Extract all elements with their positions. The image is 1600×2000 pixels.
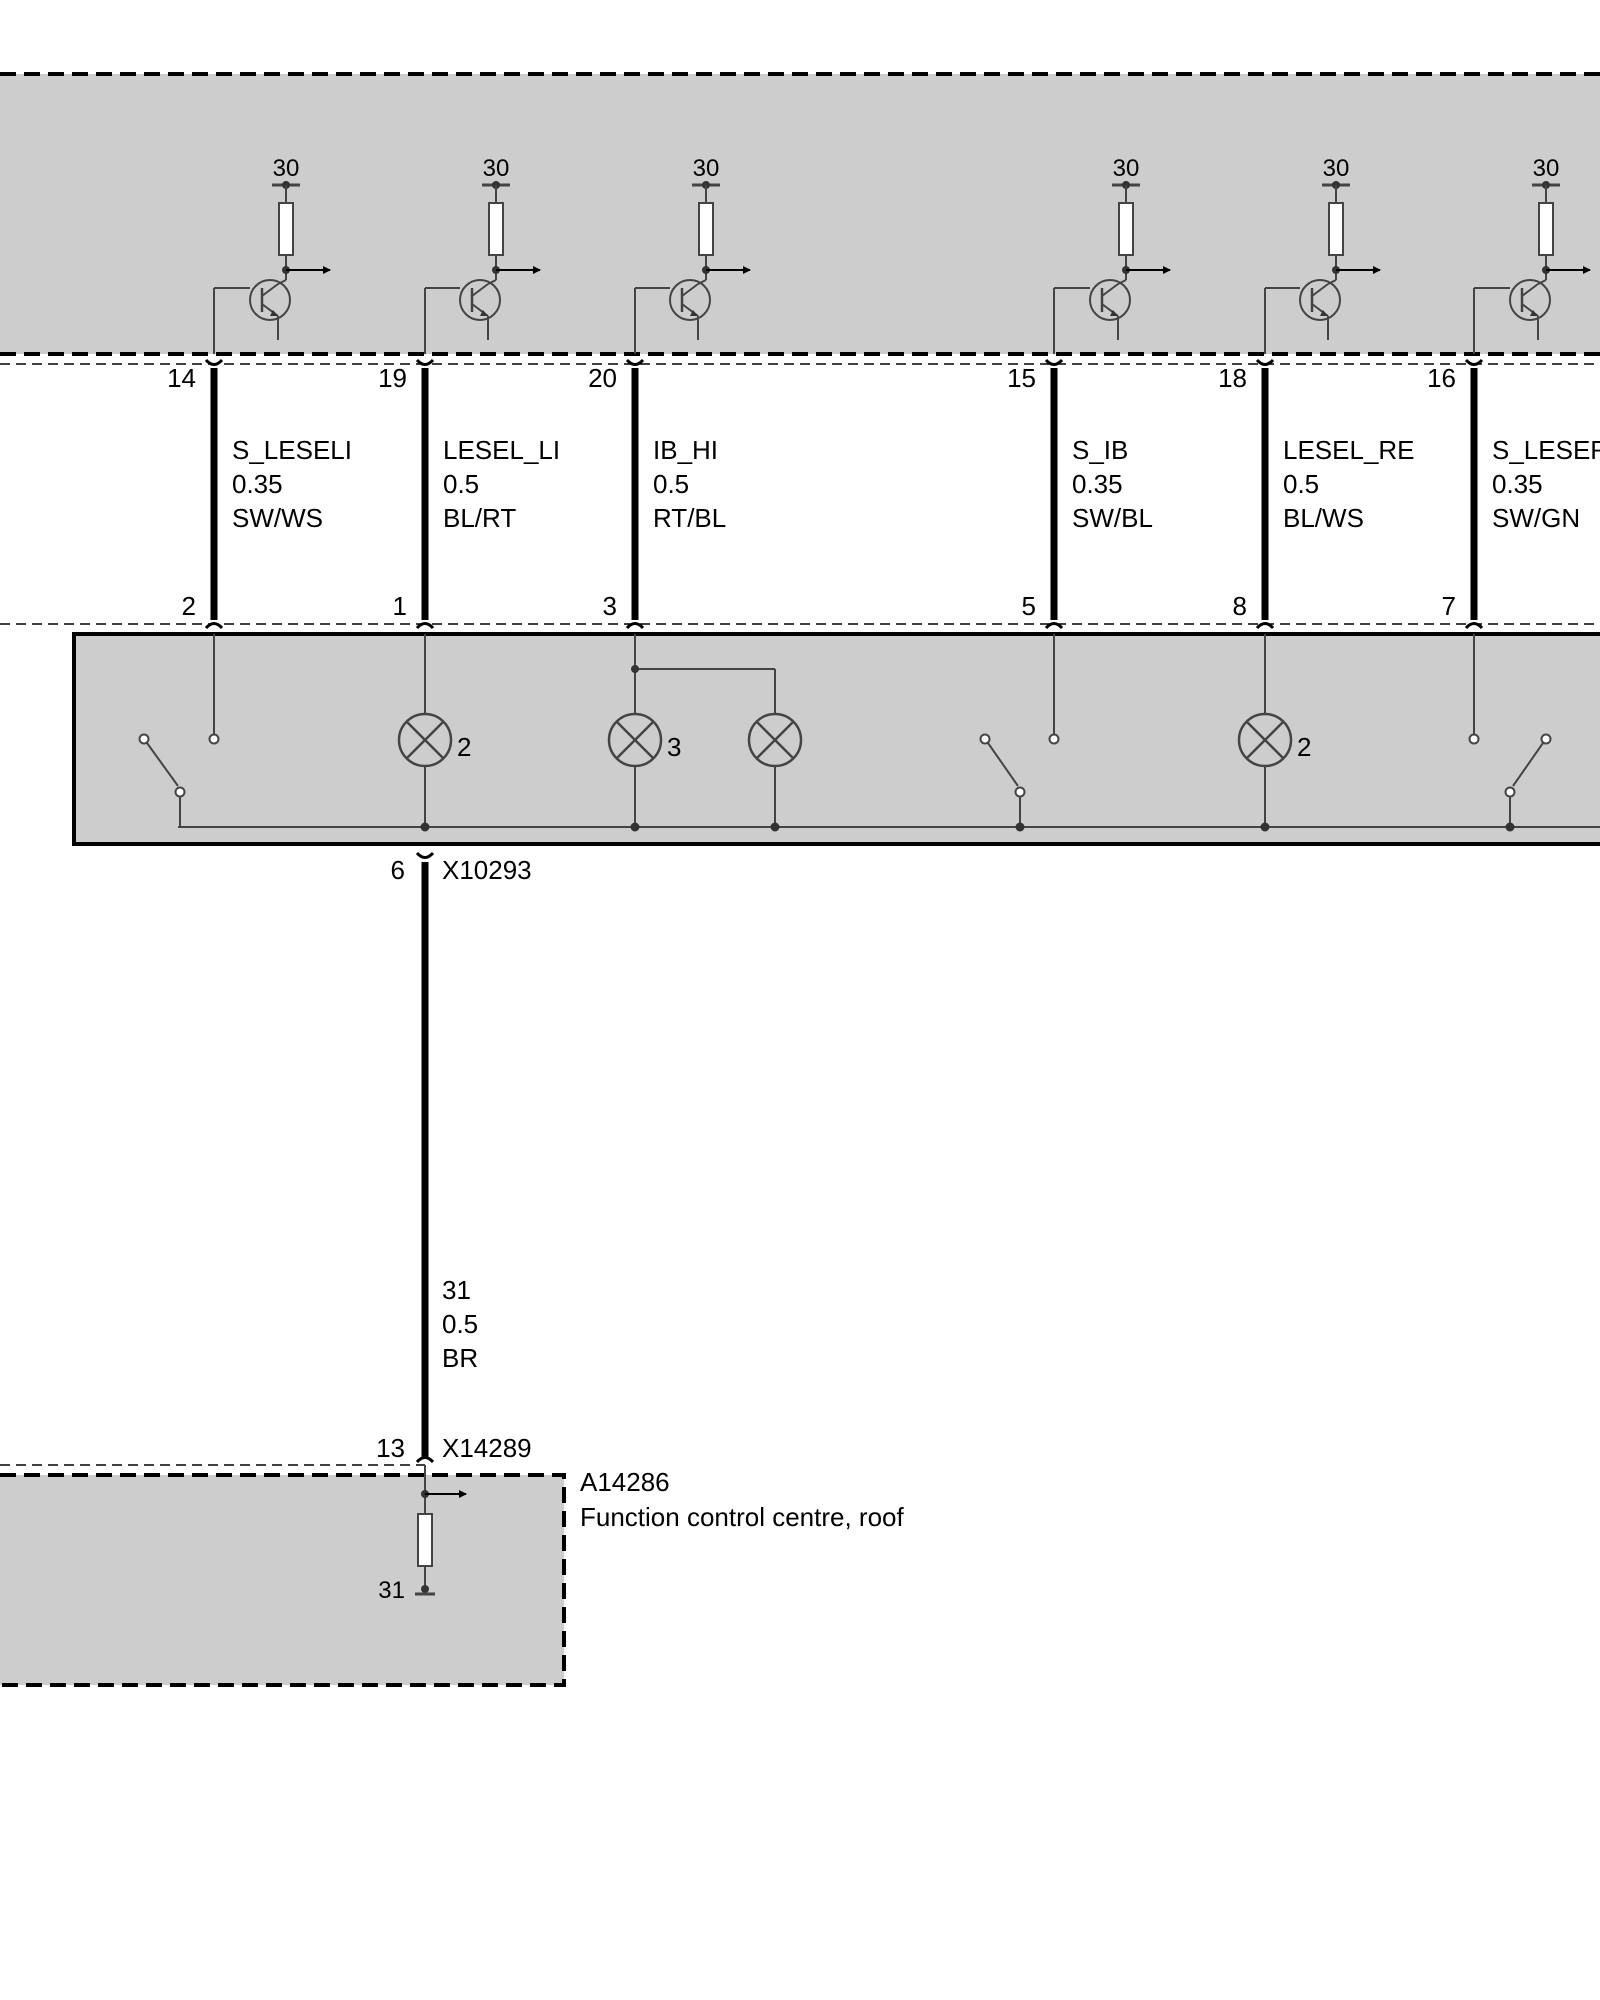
ground-wire-gauge: 0.5 xyxy=(442,1309,478,1339)
ground-wire-color: BR xyxy=(442,1343,478,1373)
driver-4: 30 xyxy=(1053,155,1171,354)
function-control-centre-module xyxy=(0,1464,566,1687)
driver-1: 30 xyxy=(213,155,331,354)
supply-label: 30 xyxy=(1113,155,1140,182)
lamp-3 xyxy=(747,669,803,827)
wire-gauge-label: 0.5 xyxy=(653,469,689,499)
switch-right xyxy=(1468,634,1552,827)
supply-label: 30 xyxy=(1323,155,1350,182)
wire-signal-label: LESEL_LI xyxy=(443,435,560,465)
wire-3: 20 3 IB_HI 0.5RT/BL xyxy=(588,358,726,630)
wire-gauge-label: 0.35 xyxy=(1072,469,1123,499)
wire-gauge-label: 0.5 xyxy=(1283,469,1319,499)
top-control-unit xyxy=(0,72,1600,365)
wire-2: 19 1 LESEL_LI 0.5BL/RT xyxy=(378,358,560,630)
wire-signal-label: IB_HI xyxy=(653,435,718,465)
wire-gauge-label: 0.5 xyxy=(443,469,479,499)
lamp-4 xyxy=(1237,634,1293,827)
bottom-pin-label: 8 xyxy=(1233,591,1247,621)
lamp-2-count: 3 xyxy=(667,732,681,762)
top-pin-label: 19 xyxy=(378,363,407,393)
wire-signal-label: S_IB xyxy=(1072,435,1128,465)
top-pin-label: 16 xyxy=(1427,363,1456,393)
lamp-4-count: 2 xyxy=(1297,732,1311,762)
switch-center xyxy=(979,634,1060,827)
driver-5: 30 xyxy=(1264,155,1381,354)
top-pin-label: 14 xyxy=(167,363,196,393)
top-pin-label: 15 xyxy=(1007,363,1036,393)
switch-left xyxy=(138,634,220,827)
wire-color-label: SW/GN xyxy=(1492,503,1580,533)
module-connector-id: X14289 xyxy=(442,1433,532,1463)
wire-color-label: RT/BL xyxy=(653,503,726,533)
module-connector-pin: 13 xyxy=(376,1433,405,1463)
driver-3: 30 xyxy=(634,155,751,354)
lamp-1-count: 2 xyxy=(457,732,471,762)
top-pin-label: 18 xyxy=(1218,363,1247,393)
bottom-pin-label: 2 xyxy=(182,591,196,621)
bottom-pin-label: 1 xyxy=(393,591,407,621)
ground-wire-signal: 31 xyxy=(442,1275,471,1305)
driver-2: 30 xyxy=(424,155,541,354)
supply-label: 30 xyxy=(1533,155,1560,182)
wire-color-label: SW/BL xyxy=(1072,503,1153,533)
wire-signal-label: LESEL_RE xyxy=(1283,435,1415,465)
bottom-pin-label: 3 xyxy=(603,591,617,621)
wire-color-label: SW/WS xyxy=(232,503,323,533)
ground-connector-id: X10293 xyxy=(442,855,532,885)
module-name: Function control centre, roof xyxy=(580,1502,904,1532)
wire-gauge-label: 0.35 xyxy=(232,469,283,499)
lamp-1 xyxy=(397,634,453,827)
ground-wire xyxy=(415,851,435,1464)
bottom-pin-label: 7 xyxy=(1442,591,1456,621)
wire-5: 18 8 LESEL_RE 0.5BL/WS xyxy=(1218,358,1415,630)
ground-terminal-label: 31 xyxy=(378,1577,405,1604)
lamp-2 xyxy=(607,634,775,827)
output-drivers: 30 30 30 30 30 30 xyxy=(213,155,1591,354)
bus-junctions xyxy=(420,665,1515,832)
wire-color-label: BL/RT xyxy=(443,503,516,533)
wire-color-label: BL/WS xyxy=(1283,503,1364,533)
top-pin-label: 20 xyxy=(588,363,617,393)
supply-label: 30 xyxy=(273,155,300,182)
ground-connector-pin: 6 xyxy=(391,855,405,885)
driver-6: 30 xyxy=(1473,155,1591,354)
wire-signal-label: S_LESER xyxy=(1492,435,1600,465)
bottom-pin-label: 5 xyxy=(1022,591,1036,621)
supply-label: 30 xyxy=(483,155,510,182)
wire-signal-label: S_LESELI xyxy=(232,435,352,465)
switch-lamp-module xyxy=(0,623,1600,846)
wire-gauge-label: 0.35 xyxy=(1492,469,1543,499)
module-id: A14286 xyxy=(580,1467,670,1497)
supply-label: 30 xyxy=(693,155,720,182)
